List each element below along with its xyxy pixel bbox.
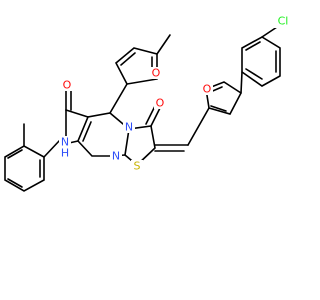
methylfuran-double-1 bbox=[120, 52, 136, 66]
ring-methylfuran-bond bbox=[109, 83, 128, 114]
tolyl-double-3 bbox=[7, 149, 23, 159]
oxygen-furan-aryl-label: O bbox=[203, 83, 212, 96]
n-aryl-bond bbox=[43, 139, 61, 158]
pyrimidine-double-1 bbox=[82, 121, 92, 142]
ring-amide-bond bbox=[65, 109, 89, 118]
chlorophenyl-double-2 bbox=[245, 41, 261, 51]
hydrogen-amide-label: H bbox=[61, 147, 69, 160]
chemical-structure: Cl O O O O N H N N S bbox=[4, 14, 293, 192]
nitrogen-ring-label: N bbox=[125, 121, 133, 134]
oxygen-carbonyl-ring-label: O bbox=[156, 97, 165, 110]
tolyl-double-2 bbox=[7, 178, 23, 188]
methylfuran-ring bbox=[114, 47, 158, 85]
aryl-furan-ring bbox=[205, 81, 242, 115]
ring-carbonyl-b bbox=[145, 105, 156, 125]
nitrogen-amide-label: N bbox=[61, 136, 69, 149]
chlorine-label: Cl bbox=[278, 15, 289, 28]
aryl-furan-bond bbox=[240, 71, 243, 94]
tolyl-ring bbox=[4, 145, 45, 192]
chlorophenyl-ring bbox=[241, 36, 281, 87]
aryl-furan-double-1 bbox=[210, 105, 227, 112]
oxygen-furan-methyl-label: O bbox=[152, 67, 161, 80]
chlorophenyl-double-1 bbox=[245, 68, 263, 80]
oxygen-amide-label: O bbox=[63, 79, 72, 92]
atom-labels: Cl O O O O N H N N S bbox=[59, 14, 293, 173]
methylfuran-methyl bbox=[156, 34, 171, 55]
furan-vinyl-bond bbox=[187, 107, 210, 146]
nitrogen-imine-label: N bbox=[112, 150, 120, 163]
ring-carbonyl-a bbox=[150, 107, 161, 127]
sulfur-label: S bbox=[134, 160, 141, 173]
